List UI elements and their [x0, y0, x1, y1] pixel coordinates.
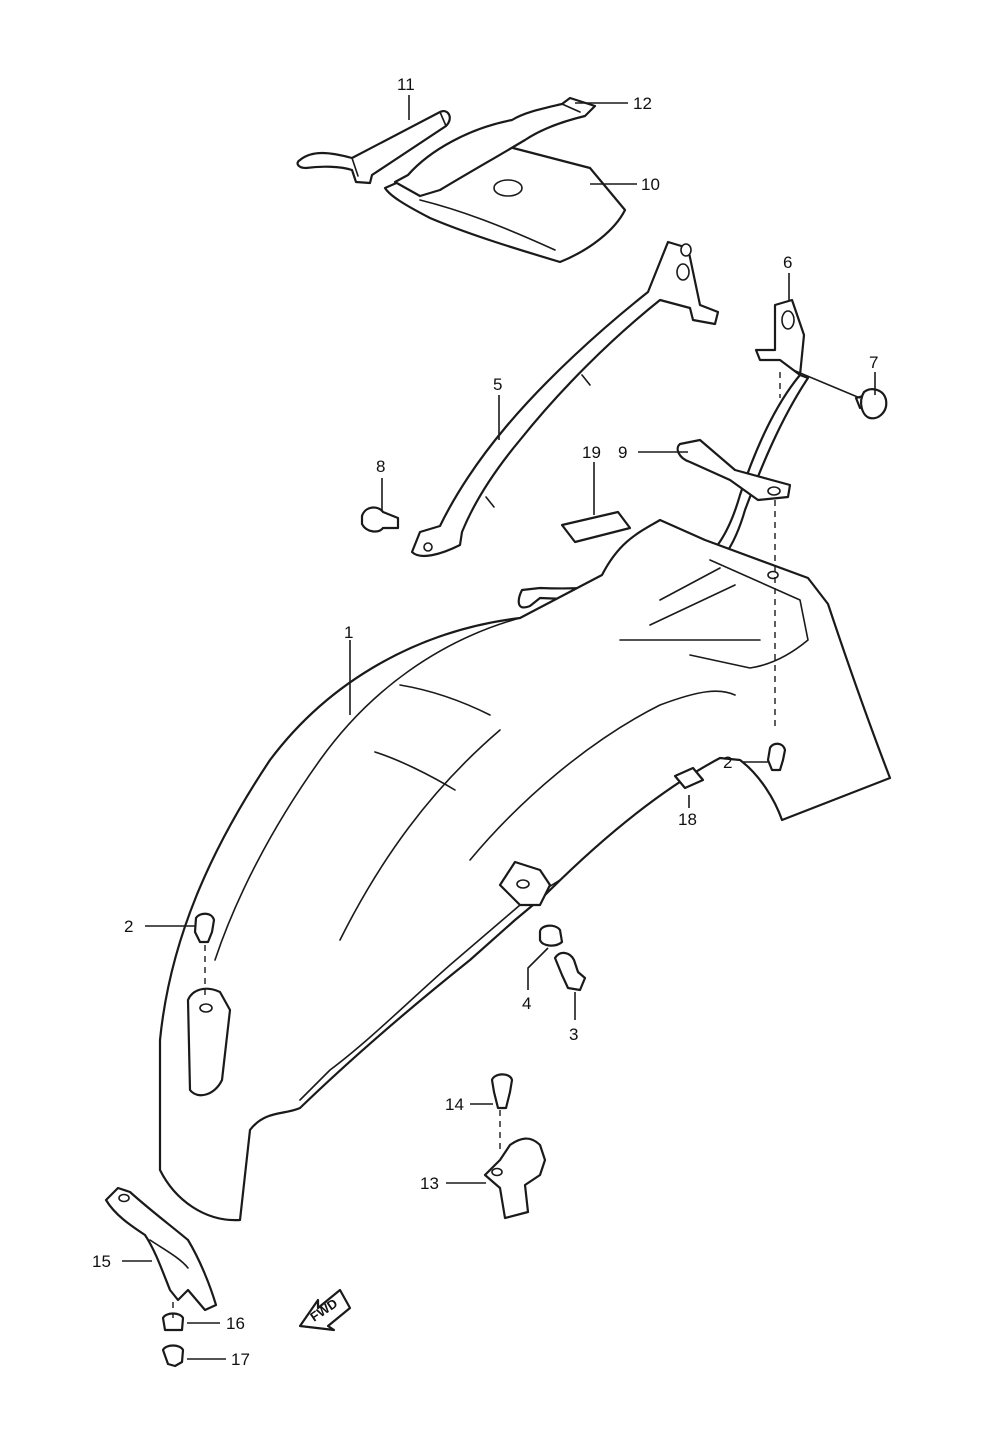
- callout-12: 12: [633, 94, 652, 113]
- part-7-bolt[interactable]: [854, 388, 888, 420]
- callout-9: 9: [618, 443, 627, 462]
- callout-8: 8: [376, 457, 385, 476]
- part-5-carrier-bar[interactable]: [410, 240, 720, 558]
- callout-3: 3: [569, 1025, 578, 1044]
- part-18-pad[interactable]: [673, 766, 705, 790]
- part-17-screw[interactable]: [161, 1344, 185, 1368]
- callout-4: 4: [522, 994, 531, 1013]
- callout-18: 18: [678, 810, 697, 829]
- part-2-bolt-right[interactable]: [766, 742, 787, 772]
- part-1-rear-fender[interactable]: [158, 518, 892, 1222]
- part-16-nut[interactable]: [161, 1312, 185, 1332]
- callout-14: 14: [445, 1095, 464, 1114]
- forward-direction-arrow-icon: FWD: [298, 1288, 352, 1332]
- callout-7: 7: [869, 353, 878, 372]
- part-12-strap-band[interactable]: [393, 96, 597, 198]
- part-14-bolt[interactable]: [490, 1073, 514, 1110]
- part-3-screw[interactable]: [553, 951, 587, 992]
- callout-11: 11: [397, 75, 415, 94]
- part-15-stay-bracket[interactable]: [104, 1186, 218, 1312]
- part-4-nut[interactable]: [538, 924, 564, 947]
- part-9-bracket[interactable]: [676, 438, 792, 502]
- part-19-pad[interactable]: [560, 510, 632, 544]
- callout-labels: 11 12 10 6 7 5 19 9 8 1 2 18 2 4 3 14 13…: [92, 75, 878, 1369]
- part-8-bolt[interactable]: [360, 506, 400, 533]
- callout-10: 10: [641, 175, 660, 194]
- callout-2-right: 2: [723, 753, 732, 772]
- leader-lines: [122, 95, 876, 1360]
- callout-19: 19: [582, 443, 601, 462]
- part-2-bolt-left[interactable]: [193, 912, 216, 944]
- callout-2-left: 2: [124, 917, 133, 936]
- part-13-clip[interactable]: [483, 1137, 547, 1220]
- part-10-pad[interactable]: [383, 140, 627, 264]
- callout-17: 17: [231, 1350, 250, 1369]
- callout-16: 16: [226, 1314, 245, 1333]
- part-11-strap[interactable]: [296, 110, 451, 185]
- callout-13: 13: [420, 1174, 439, 1193]
- callout-6: 6: [783, 253, 792, 272]
- assembly-lines: [172, 372, 781, 1318]
- callout-1: 1: [344, 623, 353, 642]
- callout-5: 5: [493, 375, 502, 394]
- callout-15: 15: [92, 1252, 111, 1271]
